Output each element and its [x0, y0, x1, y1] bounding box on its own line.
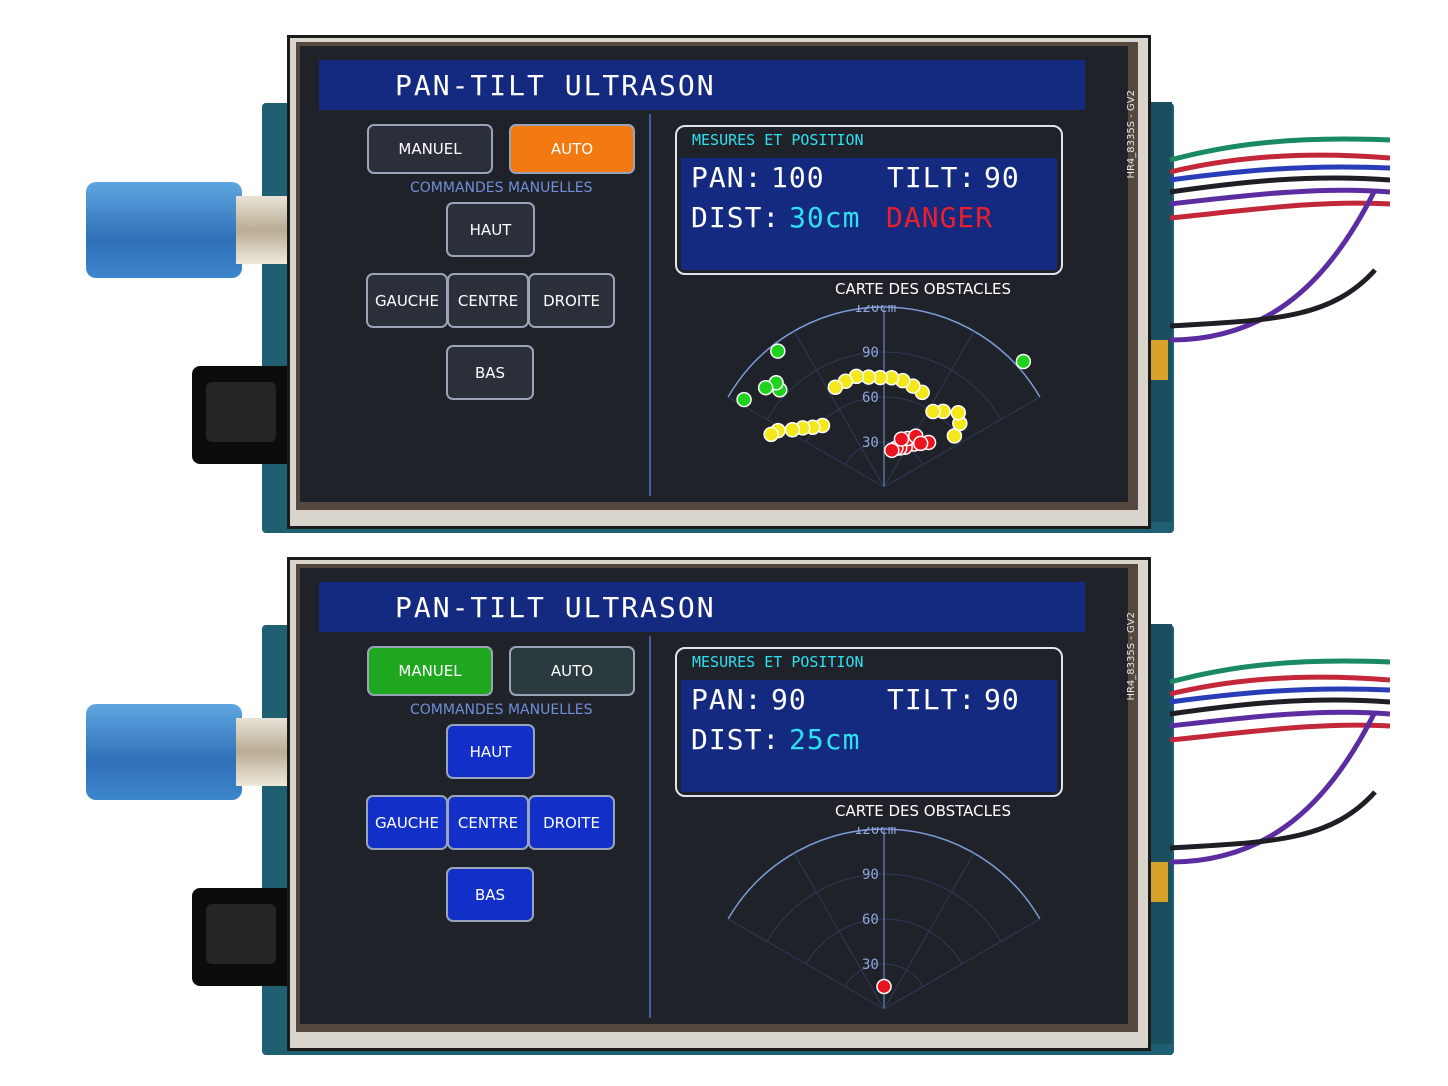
manual-mode-button[interactable]: MANUEL — [367, 646, 493, 696]
dist-value: 30cm — [789, 201, 861, 234]
measures-panel-body — [681, 158, 1057, 270]
danger-warning: DANGER — [886, 201, 994, 234]
obstacle-point-red — [884, 442, 900, 459]
pan-value: 90 — [771, 683, 807, 716]
radar-ring-label: 60 — [862, 912, 879, 928]
obstacle-radar-map: 120cm 90 60 30 — [727, 305, 1041, 488]
radar-ring-label: 30 — [862, 957, 879, 973]
vertical-divider — [649, 636, 651, 1018]
measures-panel-body — [681, 680, 1057, 792]
center-button[interactable]: CENTRE — [447, 795, 529, 850]
radar-spoke-30 — [883, 918, 1041, 1010]
radar-grid — [727, 306, 1041, 488]
tilt-label: TILT: — [887, 161, 977, 194]
ribbon-wires — [1150, 136, 1390, 380]
radar-spoke-60 — [883, 852, 975, 1010]
obstacle-map-title: CARTE DES OBSTACLES — [835, 802, 1011, 820]
radar-spoke-30 — [883, 396, 1041, 488]
up-button[interactable]: HAUT — [446, 202, 535, 257]
radar-ring-120 — [727, 306, 1041, 398]
dist-label: DIST: — [691, 723, 781, 756]
title-bar: PAN-TILT ULTRASON — [319, 60, 1085, 110]
left-button[interactable]: GAUCHE — [366, 273, 448, 328]
center-button[interactable]: CENTRE — [447, 273, 529, 328]
ribbon-wires — [1150, 658, 1390, 902]
silkscreen-label: HR4_8335S - GV2 — [1126, 90, 1137, 179]
radar-ring-labels: 120cm 90 60 30 — [854, 827, 896, 973]
radar-ring-label: 60 — [862, 390, 879, 406]
tilt-value: 90 — [984, 161, 1020, 194]
up-button[interactable]: HAUT — [446, 724, 535, 779]
usb-metal-shell — [236, 718, 292, 786]
tft-device-bottom: HR4_8335S - GV2 PAN-TILT ULTRASON MANUEL… — [0, 532, 1448, 1062]
silkscreen-label: HR4_8335S - GV2 — [1126, 612, 1137, 701]
obstacle-point-red — [893, 431, 910, 447]
radar-points — [736, 343, 1032, 459]
vertical-divider — [649, 114, 651, 496]
pcb-edge — [1150, 624, 1172, 1044]
app-title: PAN-TILT ULTRASON — [395, 591, 716, 624]
obstacle-point-yellow — [763, 426, 779, 443]
dist-label: DIST: — [691, 201, 781, 234]
radar-ring-label: 90 — [862, 867, 879, 883]
down-button[interactable]: BAS — [446, 867, 534, 922]
tilt-value: 90 — [984, 683, 1020, 716]
obstacle-radar-map: 120cm 90 60 30 — [727, 827, 1041, 1010]
tilt-label: TILT: — [887, 683, 977, 716]
obstacle-point-green — [1015, 353, 1032, 370]
radar-ring-label: 120cm — [854, 827, 896, 838]
obstacle-point-red — [876, 978, 892, 995]
auto-mode-button[interactable]: AUTO — [509, 646, 635, 696]
obstacle-map-title: CARTE DES OBSTACLES — [835, 280, 1011, 298]
radar-ring-120 — [727, 828, 1041, 920]
dist-value: 25cm — [789, 723, 861, 756]
obstacle-point-yellow — [784, 422, 801, 438]
radar-grid — [727, 828, 1041, 1010]
pcb-edge — [1150, 102, 1172, 522]
radar-spoke-120 — [793, 330, 885, 488]
down-button[interactable]: BAS — [446, 345, 534, 400]
usb-connector — [86, 704, 242, 800]
left-button[interactable]: GAUCHE — [366, 795, 448, 850]
manual-commands-label: COMMANDES MANUELLES — [410, 702, 593, 718]
radar-spoke-150 — [727, 918, 885, 1010]
usb-connector — [86, 182, 242, 278]
usb-metal-shell — [236, 196, 292, 264]
manual-commands-label: COMMANDES MANUELLES — [410, 180, 593, 196]
app-title: PAN-TILT ULTRASON — [395, 69, 716, 102]
radar-spoke-150 — [727, 396, 885, 488]
obstacle-point-red — [912, 435, 929, 452]
manual-mode-button[interactable]: MANUEL — [367, 124, 493, 174]
radar-ring-label: 120cm — [854, 305, 896, 316]
measures-panel-title: MESURES ET POSITION — [692, 653, 864, 671]
radar-ring-labels: 120cm 90 60 30 — [854, 305, 896, 451]
obstacle-point-green — [736, 391, 752, 408]
power-jack-socket — [206, 382, 276, 442]
obstacle-point-green — [757, 379, 774, 396]
power-jack-socket — [206, 904, 276, 964]
pan-value: 100 — [771, 161, 825, 194]
radar-ring-label: 30 — [862, 435, 879, 451]
measures-panel-title: MESURES ET POSITION — [692, 131, 864, 149]
radar-ring-label: 90 — [862, 345, 879, 361]
obstacle-point-yellow — [950, 405, 966, 421]
tft-device-top: HR4_8335S - GV2 PAN-TILT ULTRASON MANUEL… — [0, 10, 1448, 540]
auto-mode-button[interactable]: AUTO — [509, 124, 635, 174]
obstacle-point-green — [770, 343, 786, 359]
pan-label: PAN: — [691, 683, 763, 716]
pan-label: PAN: — [691, 161, 763, 194]
obstacle-point-yellow — [925, 403, 941, 420]
radar-spoke-120 — [793, 852, 885, 1010]
right-button[interactable]: DROITE — [528, 795, 615, 850]
right-button[interactable]: DROITE — [528, 273, 615, 328]
title-bar: PAN-TILT ULTRASON — [319, 582, 1085, 632]
radar-points — [876, 978, 892, 995]
obstacle-point-yellow — [827, 379, 844, 395]
